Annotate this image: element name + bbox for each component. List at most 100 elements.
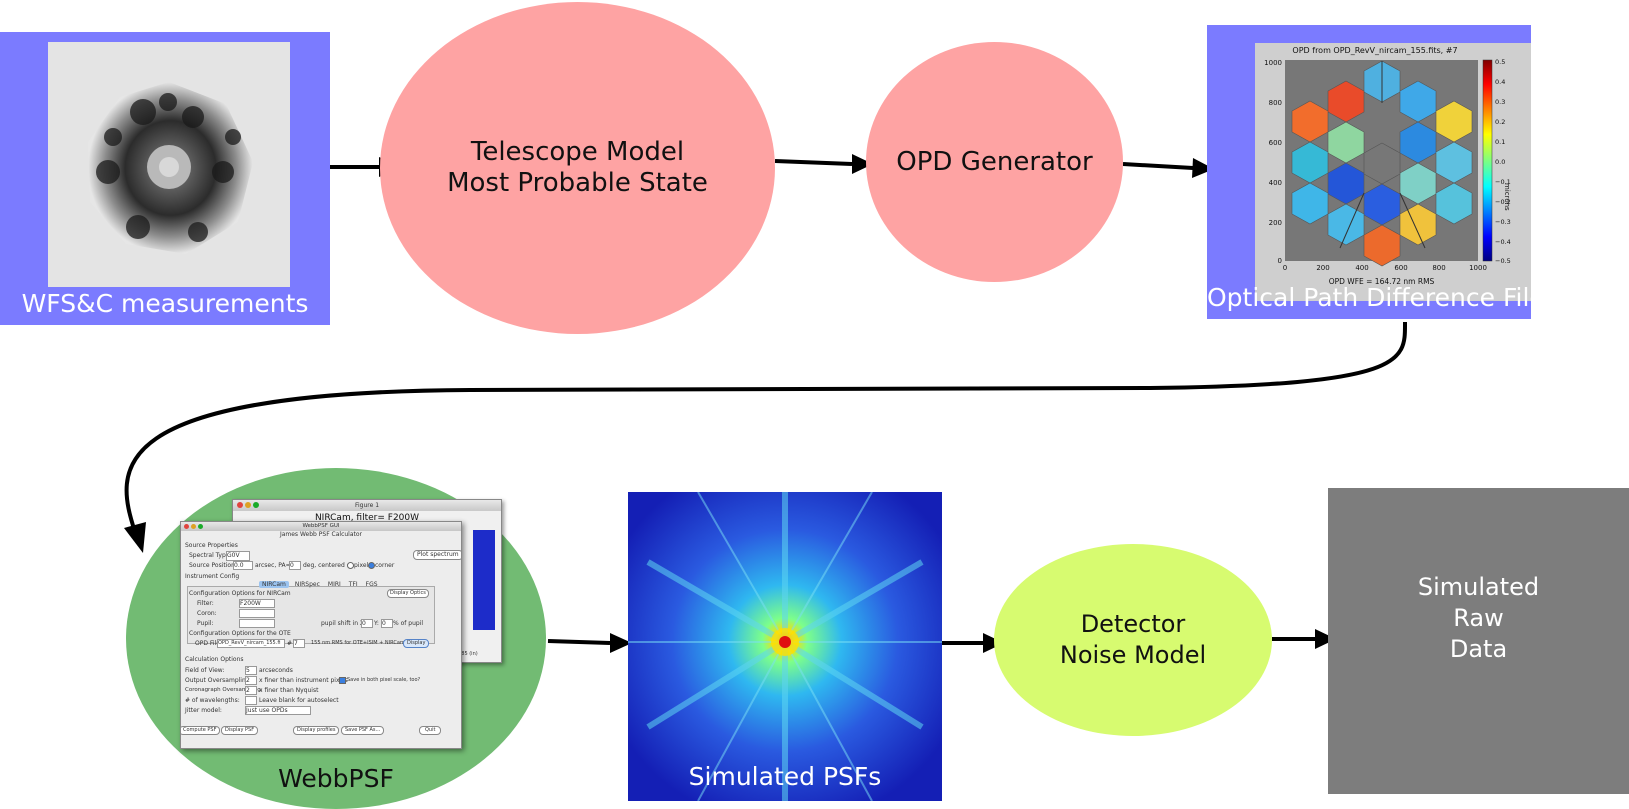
calc-close-icon[interactable] xyxy=(184,524,189,529)
opd-plot: 0 200 400 600 800 1000 0 200 400 600 800… xyxy=(1264,58,1511,272)
opd-y-ticks: 0 200 400 600 800 1000 xyxy=(1264,59,1282,265)
fov-unit: arcseconds xyxy=(259,667,293,674)
coron-label: Coron: xyxy=(197,610,217,617)
wfsc-box: WFS&C measurements xyxy=(0,32,330,325)
simulated-psfs-box: Simulated PSFs xyxy=(628,492,942,801)
opd-plot-panel: OPD from OPD_RevV_nircam_155.fits, #7 0 … xyxy=(1255,43,1531,301)
calc-options-heading: Calculation Options xyxy=(185,656,244,663)
raw-line1: Simulated xyxy=(1417,572,1540,601)
opd-xtick-800: 800 xyxy=(1432,264,1445,272)
arrow-telescope-to-opd-generator xyxy=(774,159,853,166)
figure-heading: NIRCam, filter= F200W xyxy=(314,513,420,523)
jitter-label: Jitter model: xyxy=(185,707,222,714)
arrowhead-webbpsf xyxy=(124,522,146,553)
spectral-type-select[interactable]: G0V xyxy=(226,551,250,561)
calc-titlebar: WebbPSF GUI xyxy=(181,522,461,531)
coron-oversamp-input[interactable]: 2 xyxy=(245,686,257,695)
arrowhead-opd-generator xyxy=(852,154,873,174)
opd-generator-label: OPD Generator xyxy=(896,146,1093,177)
cbar-tick-9: −0.4 xyxy=(1495,238,1511,246)
filter-select[interactable]: F200W xyxy=(239,599,275,608)
pixel-radio[interactable] xyxy=(347,562,354,569)
coron-select[interactable] xyxy=(239,609,275,618)
instrument-tabs: NIRCam NIRSpec MIRI TFI FGS xyxy=(259,581,380,588)
arrow-opd-generator-to-files xyxy=(1122,162,1194,170)
tab-fgs[interactable]: FGS xyxy=(365,581,378,588)
calc-zoom-icon[interactable] xyxy=(198,524,203,529)
plot-spectrum-button[interactable]: Plot spectrum xyxy=(413,550,461,560)
display-psf-button[interactable]: Display PSF xyxy=(221,726,259,735)
opd-colorbar-label: microns xyxy=(1503,183,1511,211)
opd-file-label: OPD File: xyxy=(195,640,222,647)
opd-num-select[interactable]: 7 xyxy=(293,639,305,648)
oversamp-label: Output Oversampling: xyxy=(185,677,252,684)
corner-label: corner xyxy=(375,562,395,569)
cbar-tick-5: 0.0 xyxy=(1495,158,1505,166)
opd-ytick-400: 400 xyxy=(1269,179,1282,187)
pupil-select[interactable] xyxy=(239,619,275,628)
display-opd-button[interactable]: Display xyxy=(403,639,430,648)
display-optics-button[interactable]: Display Optics xyxy=(387,589,429,598)
pupil-shift-label: pupil shift in X: xyxy=(321,620,367,627)
coron-oversamp-unit: x finer than Nyquist xyxy=(259,687,319,694)
quit-button[interactable]: Quit xyxy=(419,726,442,735)
source-pa-input[interactable]: 0 xyxy=(289,561,301,570)
display-profiles-button[interactable]: Display profiles xyxy=(293,726,340,735)
simulated-psfs-label: Simulated PSFs xyxy=(688,762,882,791)
wfsc-label: WFS&C measurements xyxy=(21,289,309,318)
cbar-tick-8: −0.3 xyxy=(1495,218,1511,226)
arrowhead-detector xyxy=(983,633,1004,653)
pupil-unit: % of pupil xyxy=(393,620,424,627)
jitter-select[interactable]: Just use OPDs xyxy=(245,706,311,715)
tab-miri[interactable]: MIRI xyxy=(327,581,341,588)
mirror-segments xyxy=(1291,60,1473,267)
telescope-line1: Telescope Model xyxy=(470,137,685,167)
zoom-dot-icon[interactable] xyxy=(253,502,259,508)
cbar-tick-4: 0.1 xyxy=(1495,138,1505,146)
figure-title: Figure 1 xyxy=(354,502,380,509)
corner-radio[interactable] xyxy=(368,562,375,569)
opd-ytick-800: 800 xyxy=(1269,99,1282,107)
psf-image xyxy=(628,492,942,801)
nlambda-unit: Leave blank for autoselect xyxy=(259,697,339,704)
oversamp-input[interactable]: 2 xyxy=(245,676,257,685)
opd-ytick-200: 200 xyxy=(1269,219,1282,227)
cbar-tick-3: 0.2 xyxy=(1495,118,1505,126)
fov-label: Field of View: xyxy=(185,667,225,674)
cbar-tick-7: −0.2 xyxy=(1495,198,1511,206)
save-label: Save in both pixel scale, too? xyxy=(347,677,421,683)
close-dot-icon[interactable] xyxy=(237,502,243,508)
pupil-x-input[interactable]: 0 xyxy=(361,619,373,628)
telescope-line2: Most Probable State xyxy=(447,168,708,198)
tab-tfi[interactable]: TFI xyxy=(348,581,358,588)
opd-files-label: Optical Path Difference Files xyxy=(1207,283,1558,312)
opd-generator-node: OPD Generator xyxy=(866,42,1123,282)
raw-data-box: Simulated Raw Data xyxy=(1328,488,1629,794)
tab-nircam[interactable]: NIRCam xyxy=(259,581,289,588)
pupil-y-input[interactable]: 0 xyxy=(381,619,393,628)
calc-minimize-icon[interactable] xyxy=(191,524,196,529)
oversamp-unit: x finer than instrument pixels xyxy=(259,677,348,684)
opd-colorbar xyxy=(1482,59,1493,262)
coron-oversamp-label: Coronagraph Oversampling: xyxy=(185,687,263,693)
source-properties-heading: Source Properties xyxy=(185,542,238,549)
tab-nirspec[interactable]: NIRSpec xyxy=(294,581,320,588)
cbar-tick-1: 0.4 xyxy=(1495,78,1505,86)
opd-xtick-200: 200 xyxy=(1316,264,1329,272)
raw-line2: Raw xyxy=(1453,603,1504,632)
source-r-input[interactable]: 0.0 xyxy=(233,561,253,570)
arrowhead-opd-files xyxy=(1192,158,1214,178)
spectral-type-label: Spectral Type: xyxy=(189,552,232,559)
opd-ytick-0: 0 xyxy=(1278,257,1282,265)
minimize-dot-icon[interactable] xyxy=(245,502,251,508)
arrow-files-to-webbpsf xyxy=(124,321,1408,533)
nlambda-input[interactable] xyxy=(245,696,257,705)
compute-psf-button[interactable]: Compute PSF xyxy=(181,726,221,735)
opd-file-select[interactable]: OPD_RevV_nircam_155.fi xyxy=(217,639,285,648)
opd-plot-xlabel: OPD WFE = 164.72 nm RMS xyxy=(1328,277,1435,286)
opd-ytick-1000: 1000 xyxy=(1264,59,1282,67)
save-psf-button[interactable]: Save PSF As... xyxy=(341,726,385,735)
fov-input[interactable]: 5 xyxy=(245,666,257,675)
save-checkbox[interactable] xyxy=(339,677,346,684)
